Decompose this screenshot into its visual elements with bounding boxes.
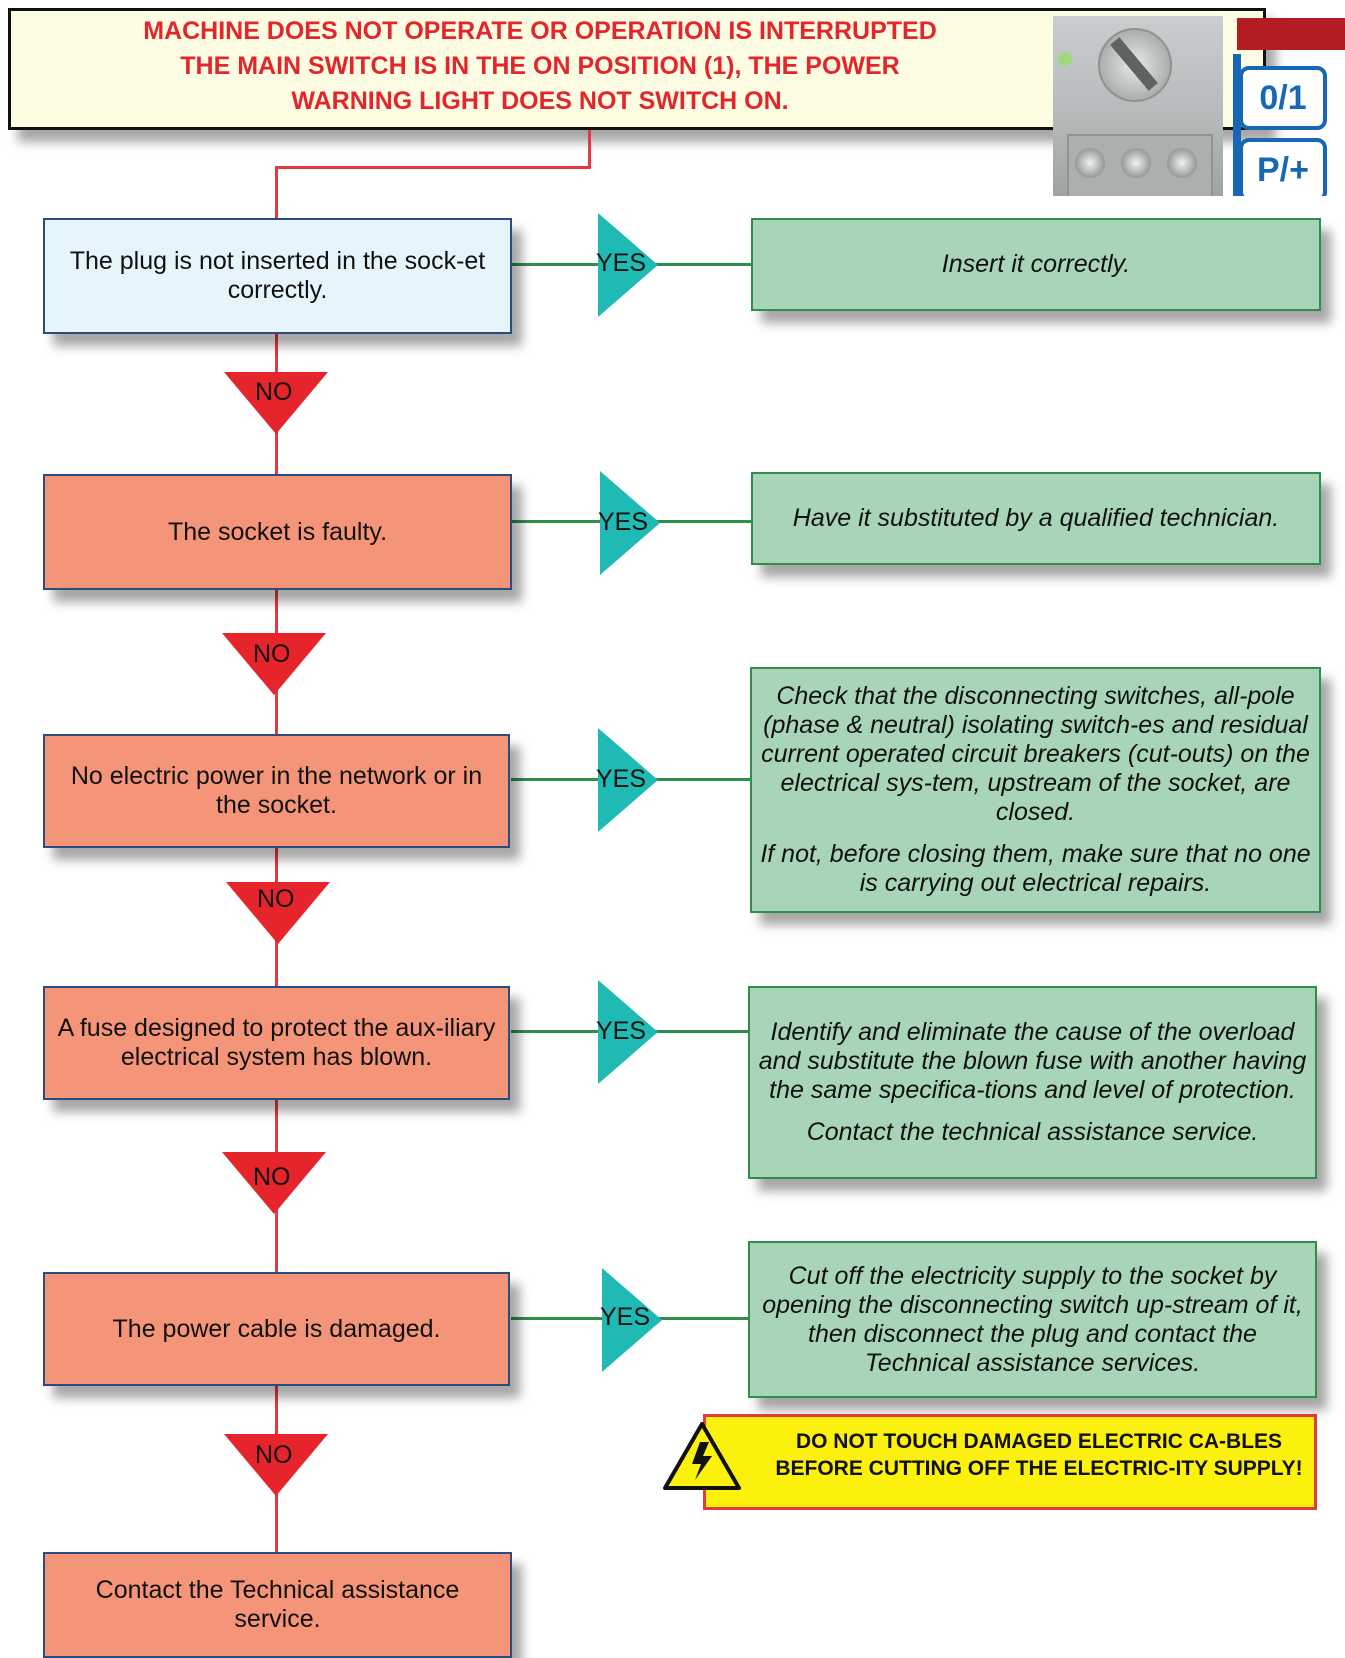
no-arrow: [226, 882, 330, 944]
fuse-holder: [1121, 148, 1151, 178]
power-light: [1058, 52, 1072, 66]
action-box-plug: Insert it correctly.: [751, 218, 1321, 311]
no-arrow: [224, 372, 328, 434]
question-box-plug: The plug is not inserted in the sock-et …: [43, 218, 512, 334]
yes-arrow: [600, 471, 660, 575]
action-text: Contact the technical assistance service…: [806, 1118, 1259, 1146]
panel-border: [1233, 54, 1241, 196]
header-connector: [275, 166, 591, 169]
header-connector: [275, 166, 278, 220]
header-connector: [588, 130, 591, 168]
action-box-fuse: Identify and eliminate the cause of the …: [748, 986, 1317, 1179]
action-text: Identify and eliminate the cause of the …: [758, 1018, 1307, 1104]
question-box-power: No electric power in the network or in t…: [43, 734, 510, 848]
fuse-holder: [1167, 148, 1197, 178]
title-line: MACHINE DOES NOT OPERATE OR OPERATION IS…: [143, 17, 937, 45]
high-voltage-icon: [663, 1422, 741, 1490]
yes-arrow: [598, 980, 658, 1084]
yes-label: YES: [596, 1017, 647, 1045]
action-text: Check that the disconnecting switches, a…: [761, 682, 1310, 826]
action-text: If not, before closing them, make sure t…: [760, 840, 1311, 897]
no-arrow: [222, 1152, 326, 1214]
yes-label: YES: [596, 765, 647, 793]
yes-label: YES: [598, 508, 649, 536]
no-arrow: [222, 633, 326, 695]
on-off-icon: 0/1: [1239, 66, 1327, 130]
no-label: NO: [253, 640, 291, 668]
action-text: Have it substituted by a qualified techn…: [792, 504, 1280, 532]
fuse-holder: [1075, 148, 1105, 178]
title-line: THE MAIN SWITCH IS IN THE ON POSITION (1…: [180, 52, 900, 80]
no-label: NO: [255, 1441, 293, 1469]
yes-arrow: [598, 213, 658, 317]
yes-arrow: [598, 728, 658, 832]
question-box-socket: The socket is faulty.: [43, 474, 512, 590]
action-box-power: Check that the disconnecting switches, a…: [750, 667, 1321, 913]
no-label: NO: [257, 885, 295, 913]
warning-text: DO NOT TOUCH DAMAGED ELECTRIC CA-BLES BE…: [775, 1430, 1303, 1480]
flowchart-title: MACHINE DOES NOT OPERATE OR OPERATION IS…: [70, 14, 1010, 119]
action-text: Insert it correctly.: [941, 250, 1131, 278]
yes-arrow: [602, 1268, 662, 1372]
no-label: NO: [253, 1163, 291, 1191]
action-box-socket: Have it substituted by a qualified techn…: [751, 472, 1321, 565]
title-line: WARNING LIGHT DOES NOT SWITCH ON.: [291, 87, 789, 115]
question-box-cable: The power cable is damaged.: [43, 1272, 510, 1386]
no-label: NO: [255, 378, 293, 406]
control-panel-icons: 0/1 P/+: [1233, 18, 1345, 196]
question-box-fuse: A fuse designed to protect the aux-iliar…: [43, 986, 510, 1100]
yes-label: YES: [596, 249, 647, 277]
action-box-cable: Cut off the electricity supply to the so…: [748, 1241, 1317, 1398]
program-plus-icon: P/+: [1239, 138, 1327, 196]
yes-label: YES: [600, 1303, 651, 1331]
warning-banner: [703, 1414, 1317, 1510]
main-switch-photo: [1053, 16, 1223, 196]
display-strip: [1237, 18, 1345, 50]
no-arrow: [224, 1434, 328, 1496]
final-box: Contact the Technical assistance service…: [43, 1552, 512, 1658]
action-text: Cut off the electricity supply to the so…: [762, 1261, 1303, 1377]
